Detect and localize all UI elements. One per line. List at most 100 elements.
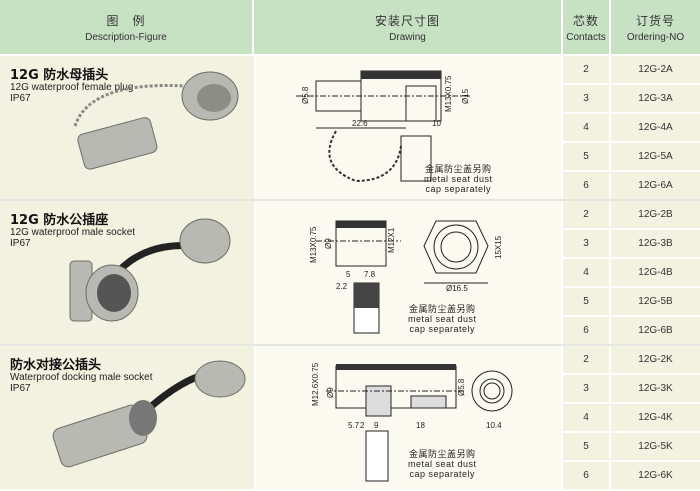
ordering-number-cell: 12G-2B (611, 201, 700, 228)
ordering-number-cell: 12G-2A (611, 56, 700, 83)
ordering-number-cell: 12G-6B (611, 317, 700, 344)
header-drawing-en: Drawing (389, 31, 426, 43)
ordering-number-cell: 12G-6A (611, 172, 700, 199)
dimension-label: Ø15 (461, 88, 470, 104)
product-ip-rating: IP67 (10, 238, 31, 249)
ordering-number-cell: 12G-4A (611, 114, 700, 141)
ordering-number-cell: 12G-2K (611, 346, 700, 373)
dimension-label: M13X0.75 (309, 226, 318, 263)
dimension-label: 15X15 (494, 235, 503, 259)
product-desc: Waterproof docking male socket (10, 372, 153, 383)
contacts-cell: 2 (563, 201, 609, 228)
contacts-cell: 2 (563, 346, 609, 373)
section-divider (0, 199, 700, 201)
dimension-label: 10.4 (486, 421, 502, 430)
note-en2: cap separately (409, 324, 476, 334)
dimension-label: Ø5.8 (457, 378, 466, 396)
contacts-cell: 6 (563, 172, 609, 199)
product-title: 12G 防水公插座 (10, 213, 109, 228)
ordering-number-cell: 12G-3B (611, 230, 700, 257)
dimension-label: 9 (374, 421, 379, 430)
ordering-number-cell: 12G-4K (611, 404, 700, 431)
note-en1: metal seat dust (424, 174, 493, 184)
product-photo (52, 360, 246, 468)
ordering-number-cell: 12G-5A (611, 143, 700, 170)
dimension-label: Ø16.5 (446, 284, 468, 293)
product-title: 12G 防水母插头 (10, 68, 109, 83)
dimension-label: M13X0.75 (444, 75, 453, 112)
section-divider (0, 344, 700, 346)
product-title: 防水对接公插头 (10, 358, 102, 373)
header-figure-cn: 图 例 (106, 13, 146, 28)
header-figure: 图 例 Description-Figure (0, 0, 254, 54)
note-en2: cap separately (425, 184, 492, 194)
product-desc: 12G waterproof female plug (10, 82, 134, 93)
dimension-label: 5.7 (348, 421, 360, 430)
note-cn: 金属防尘盖另购 (409, 304, 476, 314)
note-en1: metal seat dust (408, 459, 477, 469)
ordering-number-cell: 12G-5K (611, 433, 700, 460)
header-ordering-cn: 订货号 (635, 13, 675, 28)
ordering-number-cell: 12G-3K (611, 375, 700, 402)
header-ordering-en: Ordering-NO (626, 31, 685, 43)
dimension-label: 10 (432, 119, 441, 128)
dimension-label: M12.6X0.75 (311, 362, 320, 406)
dimension-label: 5 (346, 270, 351, 279)
contacts-cell: 3 (563, 375, 609, 402)
note-en1: metal seat dust (408, 314, 477, 324)
dimension-label: Ø9 (326, 387, 335, 398)
product-photo (69, 218, 231, 322)
ordering-number-cell: 12G-4B (611, 259, 700, 286)
header-ordering: 订货号 Ordering-NO (611, 0, 700, 54)
product-desc: 12G waterproof male socket (10, 227, 136, 238)
contacts-cell: 4 (563, 404, 609, 431)
dimension-label: 2 (360, 421, 365, 430)
ordering-number-cell: 12G-6K (611, 462, 700, 489)
product-ip-rating: IP67 (10, 93, 31, 104)
contacts-cell: 3 (563, 85, 609, 112)
ordering-number-cell: 12G-5B (611, 288, 700, 315)
dimension-label: 22.6 (352, 119, 368, 128)
dimension-label: Ø9 (324, 238, 333, 249)
contacts-cell: 4 (563, 114, 609, 141)
note-cn: 金属防尘盖另购 (425, 164, 492, 174)
contacts-cell: 4 (563, 259, 609, 286)
dimension-label: 18 (416, 421, 425, 430)
note-cn: 金属防尘盖另购 (409, 449, 476, 459)
contacts-cell: 6 (563, 317, 609, 344)
header-figure-en: Description-Figure (85, 31, 167, 43)
contacts-cell: 3 (563, 230, 609, 257)
product-ip-rating: IP67 (10, 383, 31, 394)
contacts-cell: 2 (563, 56, 609, 83)
note-en2: cap separately (409, 469, 476, 479)
dimension-label: Ø5.8 (301, 86, 310, 104)
header-contacts-en: Contacts (566, 31, 606, 43)
dimension-label: M12X1 (387, 227, 396, 253)
contacts-cell: 5 (563, 433, 609, 460)
contacts-cell: 5 (563, 288, 609, 315)
product-photo (73, 71, 239, 170)
ordering-number-cell: 12G-3A (611, 85, 700, 112)
dimension-label: 2.2 (336, 282, 348, 291)
header-drawing-cn: 安装尺寸图 (374, 13, 440, 28)
dimension-label: 7.8 (364, 270, 376, 279)
